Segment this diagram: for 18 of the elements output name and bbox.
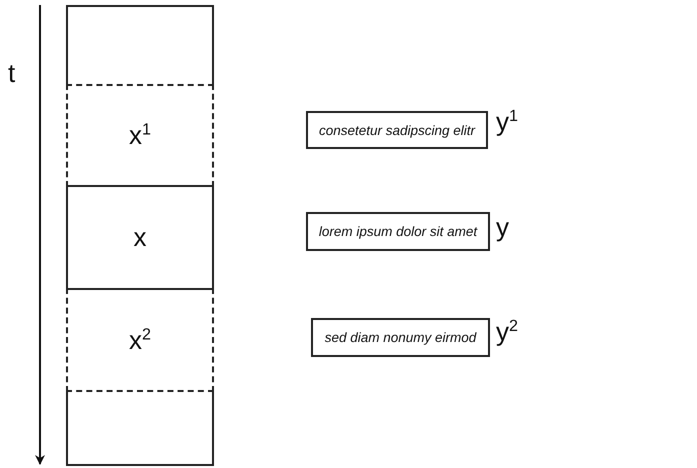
text-box <box>311 318 490 357</box>
variable-label: y$^{1}$ <box>496 108 518 135</box>
variable-label: y$^{2}$ <box>496 318 518 345</box>
axis-label: t <box>8 60 16 86</box>
dashed-cell <box>66 84 214 187</box>
column-cell <box>66 185 214 290</box>
cell-label: x$^{1}$ <box>129 120 151 151</box>
text-label: sed diam nonumy eirmod <box>324 330 476 345</box>
cell-label: x <box>134 222 146 253</box>
column-cell <box>66 390 214 466</box>
text-label: consetetur sadipscing elitr <box>318 122 476 138</box>
text-label: lorem ipsum dolor sit amet <box>318 224 478 239</box>
dashed-cell <box>66 288 214 392</box>
text-box <box>306 111 488 149</box>
text-box <box>306 212 490 251</box>
cell-label: x$^{2}$ <box>129 324 151 356</box>
variable-label: y <box>496 214 509 240</box>
column-cell <box>66 5 214 86</box>
